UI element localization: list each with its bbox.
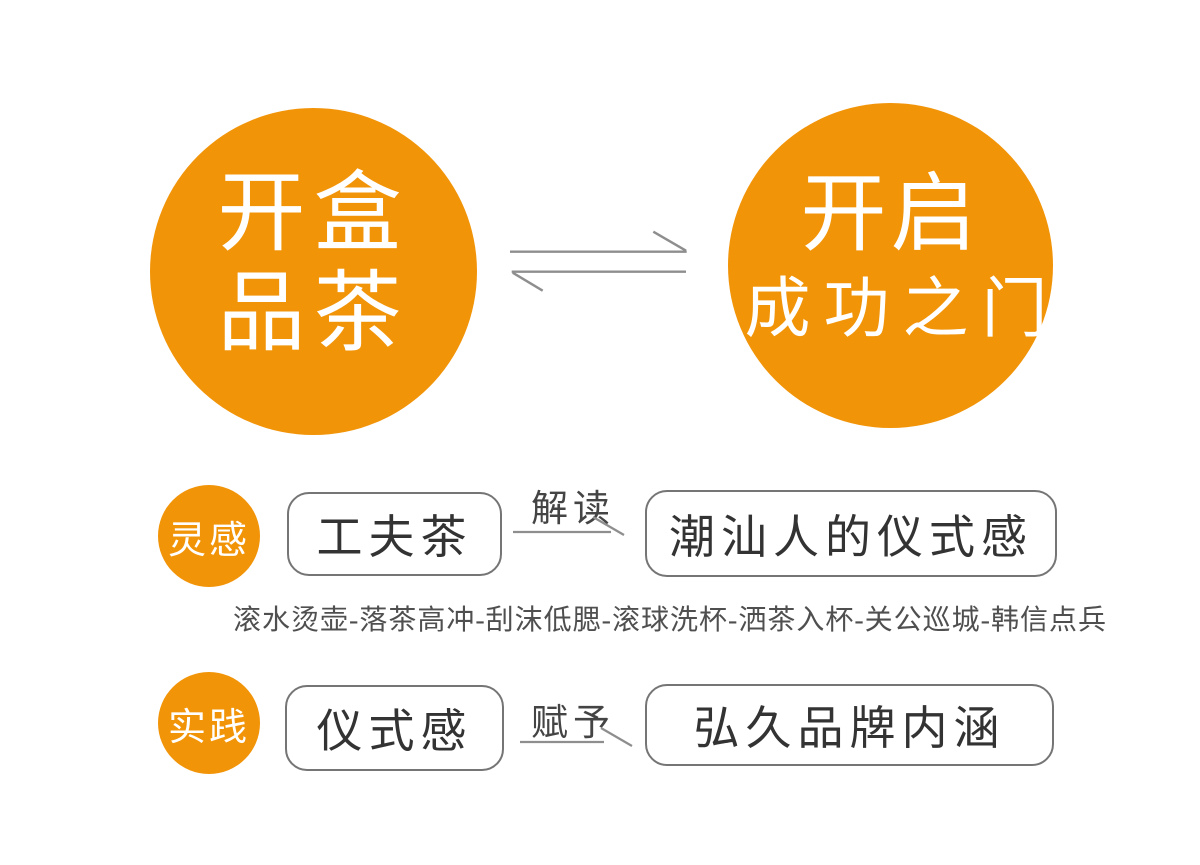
source-box-label: 工夫茶	[316, 512, 473, 563]
badge-circle-practice: 实践	[158, 672, 260, 774]
relation-label-bestow: 赋予	[531, 703, 615, 744]
relation-label-interpret: 解读	[531, 489, 615, 530]
source-box-label: 仪式感	[316, 706, 473, 757]
arrow-right-icon	[513, 516, 625, 536]
badge-circle-inspiration: 灵感	[158, 485, 260, 587]
target-box-brand-connotation: 弘久品牌内涵	[645, 684, 1054, 766]
target-box-label: 潮汕人的仪式感	[669, 511, 1033, 563]
target-box-label: 弘久品牌内涵	[693, 703, 1006, 754]
left-topic-line2: 品茶	[217, 266, 410, 363]
source-box-ritual-sense: 仪式感	[285, 685, 504, 771]
target-box-chaoshan-ritual: 潮汕人的仪式感	[645, 490, 1057, 577]
left-topic-circle: 开盒 品茶	[150, 108, 477, 435]
right-topic-circle: 开启 成功之门	[728, 103, 1053, 428]
source-box-gongfu-tea: 工夫茶	[287, 492, 502, 576]
arrow-right-icon	[520, 727, 633, 747]
badge-label: 灵感	[167, 519, 250, 562]
right-topic-line2: 成功之门	[744, 273, 1061, 346]
process-note: 滚水烫壶-落茶高冲-刮沫低腮-滚球洗杯-洒茶入杯-关公巡城-韩信点兵	[233, 605, 1107, 636]
left-topic-line1: 开盒	[217, 166, 410, 263]
right-topic-line1: 开启	[800, 166, 981, 262]
badge-label: 实践	[167, 706, 250, 749]
exchange-arrows-icon	[510, 230, 687, 292]
